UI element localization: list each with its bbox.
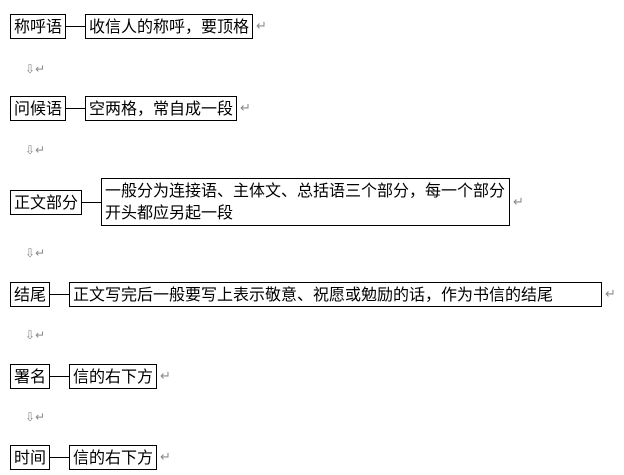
connector-line bbox=[66, 108, 86, 109]
connector-line bbox=[50, 376, 70, 377]
empty-paragraph-mark-icon: ⇩↵ bbox=[25, 62, 46, 76]
row-date: 时间 信的右下方 ↵ bbox=[10, 445, 171, 470]
empty-paragraph-mark-icon: ⇩↵ bbox=[25, 410, 46, 424]
empty-paragraph-mark-icon: ⇩↵ bbox=[25, 328, 46, 342]
row-greeting: 问候语 空两格，常自成一段 ↵ bbox=[10, 96, 251, 121]
description-box: 信的右下方 bbox=[69, 445, 158, 470]
empty-paragraph-mark-icon: ⇩↵ bbox=[25, 246, 46, 260]
label-box: 署名 bbox=[10, 364, 51, 389]
paragraph-mark-icon: ↵ bbox=[256, 19, 267, 34]
empty-paragraph-mark-icon: ⇩↵ bbox=[25, 143, 46, 157]
connector-line bbox=[50, 294, 70, 295]
label-box: 称呼语 bbox=[10, 14, 67, 39]
row-body: 正文部分 一般分为连接语、主体文、总括语三个部分，每一个部分开头都应另起一段 ↵ bbox=[10, 178, 524, 226]
connector-line bbox=[66, 26, 86, 27]
label-box: 结尾 bbox=[10, 282, 51, 307]
label-box: 问候语 bbox=[10, 96, 67, 121]
connector-line bbox=[50, 457, 70, 458]
paragraph-mark-icon: ↵ bbox=[513, 194, 524, 210]
description-box: 信的右下方 bbox=[69, 364, 158, 389]
description-box: 正文写完后一般要写上表示敬意、祝愿或勉励的话，作为书信的结尾 bbox=[69, 282, 603, 307]
paragraph-mark-icon: ↵ bbox=[240, 101, 251, 116]
label-box: 时间 bbox=[10, 445, 51, 470]
paragraph-mark-icon: ↵ bbox=[605, 287, 616, 302]
row-signature: 署名 信的右下方 ↵ bbox=[10, 364, 171, 389]
description-box: 一般分为连接语、主体文、总括语三个部分，每一个部分开头都应另起一段 bbox=[101, 178, 511, 226]
label-box: 正文部分 bbox=[10, 189, 83, 215]
row-closing: 结尾 正文写完后一般要写上表示敬意、祝愿或勉励的话，作为书信的结尾 ↵ bbox=[10, 282, 616, 307]
row-salutation: 称呼语 收信人的称呼，要顶格 ↵ bbox=[10, 14, 267, 39]
paragraph-mark-icon: ↵ bbox=[160, 450, 171, 465]
description-box: 空两格，常自成一段 bbox=[85, 96, 238, 121]
paragraph-mark-icon: ↵ bbox=[160, 369, 171, 384]
connector-line bbox=[82, 201, 102, 203]
description-box: 收信人的称呼，要顶格 bbox=[85, 14, 254, 39]
